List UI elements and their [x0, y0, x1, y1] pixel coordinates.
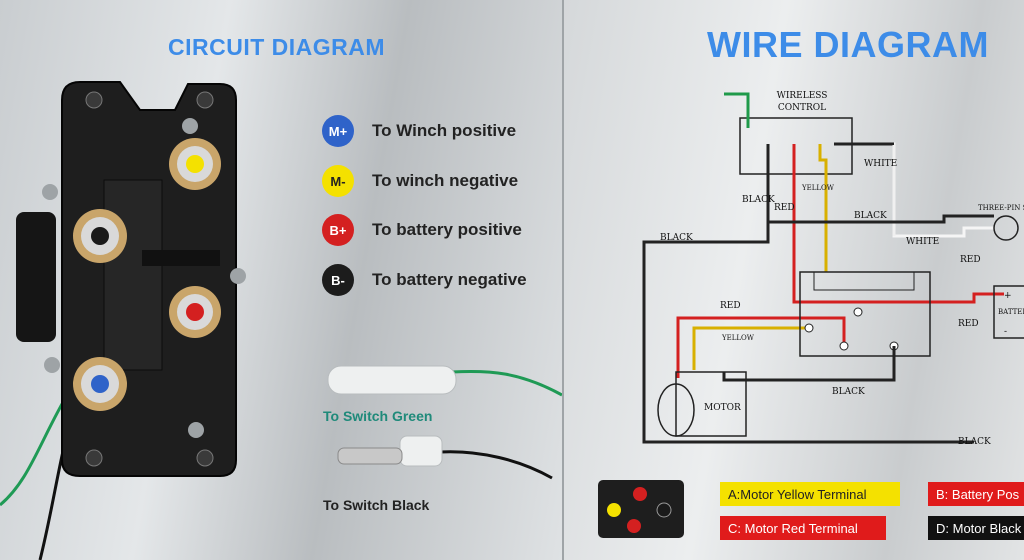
wireless-control-box: [739, 117, 853, 175]
wire-label-black: BLACK: [854, 211, 887, 221]
wire-label-black: BLACK: [742, 195, 775, 205]
battery-box: [993, 285, 1024, 339]
black-outer-wire: [642, 144, 974, 444]
terminal-red: [169, 286, 221, 338]
red-motor-wire: [676, 316, 846, 378]
green-switch-wire: [451, 369, 562, 397]
green-antenna-wire: [724, 92, 750, 128]
wireless-control-label: WIRELESS: [777, 91, 828, 101]
legend-badge: B-: [322, 264, 354, 296]
terminal-tag-a: A:Motor Yellow Terminal: [720, 482, 900, 506]
motor-drawing: MOTOR: [657, 371, 747, 437]
circuit-diagram-title: CIRCUIT DIAGRAM: [168, 34, 386, 60]
legend-label: To battery negative: [372, 270, 527, 289]
black-socket-wire: [768, 214, 994, 224]
legend-b-plus: B+ To battery positive: [322, 213, 522, 247]
wire-label-black: BLACK: [958, 437, 991, 447]
solenoid-illustration: [0, 81, 562, 560]
circuit-diagram-panel: CIRCUIT DIAGRAM: [0, 0, 562, 560]
mini-solenoid-photo: [598, 480, 684, 538]
wire-label-yellow: YELLOW: [721, 334, 755, 342]
wire-diagram-title: WIRE DIAGRAM: [707, 24, 989, 65]
three-pin-label: THREE-PIN SO: [978, 204, 1024, 212]
legend-badge: M-: [322, 165, 354, 197]
wire-label-red: RED: [958, 319, 979, 329]
black-switch-wire: [439, 450, 553, 480]
green-lead-wire: [0, 389, 72, 507]
wire-label-white: WHITE: [864, 159, 897, 169]
terminal-blue: [73, 357, 127, 411]
wire-label-red: RED: [774, 203, 795, 213]
red-battery-wire: [792, 144, 1004, 304]
wire-label-yellow: YELLOW: [801, 184, 835, 192]
legend-b-minus: B- To battery negative: [322, 263, 527, 297]
wire-schematic: WIRELESS CONTROL MOTOR: [598, 91, 1024, 538]
legend-label: To battery positive: [372, 220, 522, 239]
legend-badge: M+: [322, 115, 354, 147]
wire-label-red: RED: [720, 301, 741, 311]
terminal-yellow: [169, 138, 221, 190]
motor-label: MOTOR: [704, 403, 741, 413]
legend-label: To winch negative: [372, 171, 519, 190]
wire-diagram-panel: WIRE DIAGRAM WIRELESS CONTROL: [564, 0, 1024, 560]
solenoid-box: [799, 271, 931, 357]
terminal-tag-d: D: Motor Black: [928, 516, 1024, 540]
yellow-control-wire: [818, 144, 828, 272]
legend-m-plus: M+ To Winch positive: [322, 114, 516, 148]
black-motor-wire: [722, 346, 896, 382]
green-switch-connector: [327, 365, 457, 395]
terminal-tag-b: B: Battery Pos: [928, 482, 1024, 506]
yellow-motor-wire: [692, 326, 809, 370]
battery-plus: +: [1004, 291, 1012, 301]
legend-m-minus: M- To winch negative: [322, 164, 518, 198]
legend-label: To Winch positive: [372, 121, 517, 140]
battery-label: BATTERY: [998, 308, 1024, 316]
panel-divider: [562, 0, 564, 560]
switch-black-label: To Switch Black: [323, 497, 430, 513]
switch-green-label: To Switch Green: [323, 408, 433, 424]
wire-label-black: BLACK: [660, 233, 693, 243]
terminal-black: [73, 209, 127, 263]
legend-badge: B+: [322, 214, 354, 246]
wire-label-red: RED: [960, 255, 981, 265]
wire-label-white: WHITE: [906, 237, 939, 247]
wireless-control-label: CONTROL: [778, 103, 826, 113]
black-switch-connector: [337, 447, 403, 465]
side-plug: [16, 212, 56, 342]
battery-minus: -: [1004, 327, 1007, 337]
wire-label-black: BLACK: [832, 387, 865, 397]
terminal-tag-c: C: Motor Red Terminal: [720, 516, 886, 540]
three-pin-socket: [993, 215, 1019, 241]
